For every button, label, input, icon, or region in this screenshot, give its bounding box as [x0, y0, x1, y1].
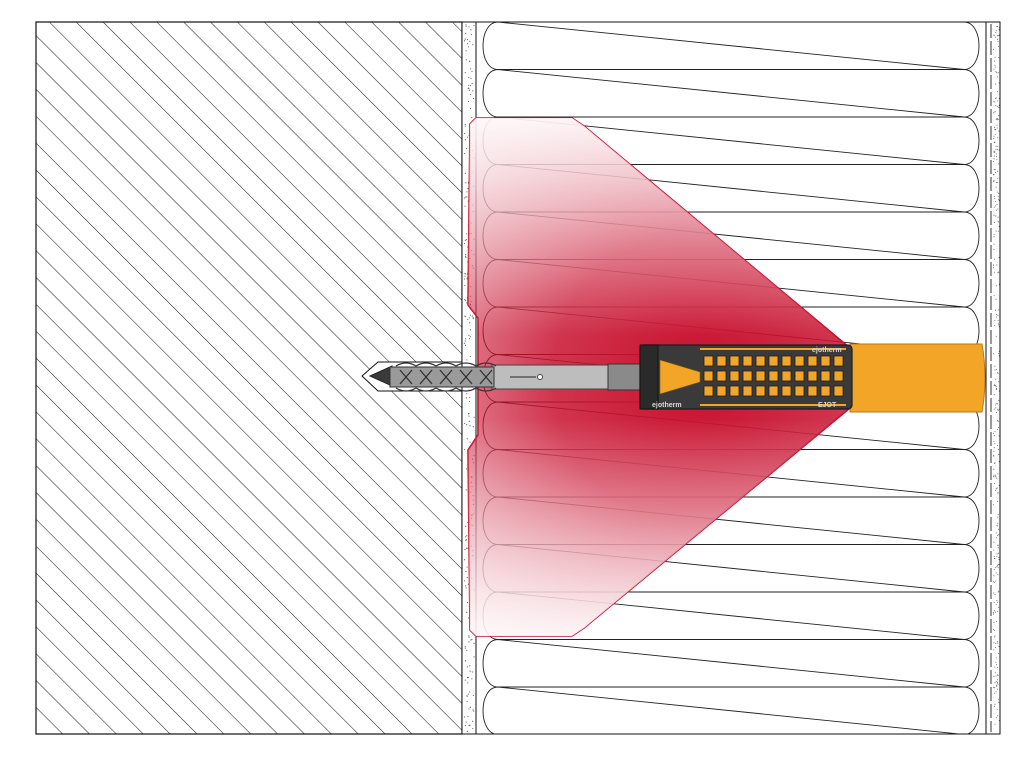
sleeve-window: [794, 355, 805, 367]
sleeve-window: [820, 370, 831, 382]
screw-thread-segment: [395, 362, 417, 392]
screw-thread-segment: [435, 362, 457, 392]
sleeve-text-bottom-right: EJOT: [818, 402, 837, 409]
sleeve-window: [768, 355, 779, 367]
sleeve-window: [729, 385, 740, 397]
insulation-plug-body: [849, 343, 986, 413]
sleeve-window: [768, 385, 779, 397]
screw-threads: [389, 362, 497, 392]
sleeve-window: [729, 355, 740, 367]
sleeve-window: [807, 385, 818, 397]
render-layer-band: [985, 21, 1001, 735]
sleeve-window: [833, 355, 844, 367]
insulation-plug: [849, 343, 986, 413]
sleeve-window: [755, 355, 766, 367]
sleeve-window: [703, 370, 714, 382]
render-speckles: [992, 25, 1000, 725]
sleeve-cone: [659, 359, 701, 395]
sleeve-window: [781, 385, 792, 397]
sleeve-window: [833, 385, 844, 397]
sleeve-window: [820, 355, 831, 367]
sleeve-text-bottom-left: ejotherm: [652, 402, 682, 409]
sleeve-window: [703, 385, 714, 397]
sleeve-window: [716, 370, 727, 382]
screw-thread-segment: [415, 362, 437, 392]
sleeve-text-top: ejotherm: [812, 347, 842, 354]
sleeve-window: [742, 355, 753, 367]
anchor-screw: [368, 362, 643, 392]
sleeve-window: [755, 385, 766, 397]
screw-thread-segment: [475, 362, 497, 392]
sleeve-window: [820, 385, 831, 397]
sleeve-window: [807, 370, 818, 382]
sleeve-window: [729, 370, 740, 382]
sleeve-window: [807, 355, 818, 367]
sleeve-window: [716, 385, 727, 397]
sleeve-window: [833, 370, 844, 382]
sleeve-window: [755, 370, 766, 382]
sleeve-head: [639, 344, 659, 410]
expansion-sleeve: [389, 366, 495, 388]
sleeve-window: [781, 355, 792, 367]
screw-thread-segment: [455, 362, 477, 392]
sleeve-window: [703, 355, 714, 367]
sleeve-window: [716, 355, 727, 367]
sleeve-window: [742, 385, 753, 397]
screw-pin: [537, 374, 543, 380]
sleeve-window: [768, 370, 779, 382]
sleeve-window: [742, 370, 753, 382]
sleeve-windows: [700, 348, 846, 406]
sleeve-window: [794, 370, 805, 382]
sleeve-window: [781, 370, 792, 382]
sleeve-window: [794, 385, 805, 397]
render-layer: [985, 21, 1001, 735]
anchor-sleeve: ejotherm ejotherm EJOT: [639, 344, 853, 410]
screw-collar: [607, 363, 643, 391]
